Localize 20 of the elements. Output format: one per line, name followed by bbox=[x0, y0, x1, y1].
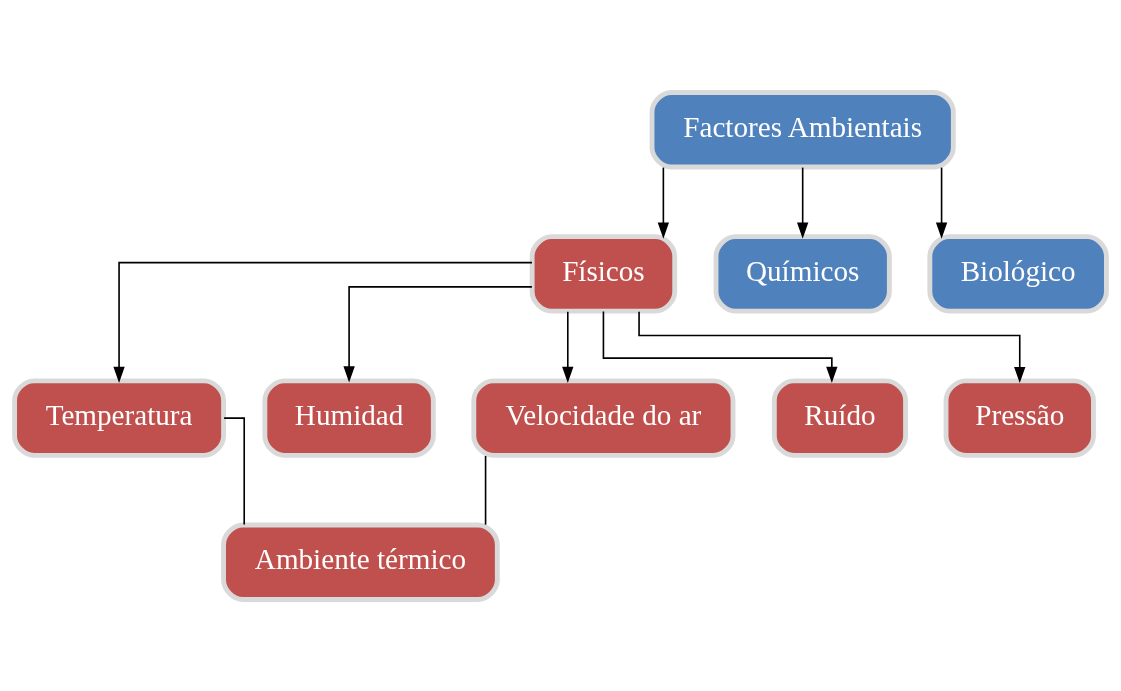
arrow bbox=[343, 285, 533, 383]
arrow bbox=[797, 166, 809, 239]
node-box: Temperatura bbox=[12, 377, 226, 458]
arrow bbox=[935, 166, 948, 239]
arrow bbox=[562, 310, 574, 383]
connector bbox=[484, 454, 487, 525]
node-box: Ambiente térmico bbox=[221, 522, 500, 602]
node-box: Ruído bbox=[771, 377, 908, 458]
arrow bbox=[113, 261, 533, 383]
arrow bbox=[638, 310, 1026, 383]
node-box: Humidad bbox=[262, 377, 436, 458]
arrow bbox=[657, 166, 670, 239]
node-box: Físicos bbox=[529, 233, 678, 314]
connector bbox=[223, 416, 245, 525]
node-box: Pressão bbox=[943, 377, 1096, 458]
node-box: Velocidade do ar bbox=[471, 377, 736, 458]
node-box: Químicos bbox=[713, 233, 892, 314]
arrow bbox=[602, 310, 838, 383]
node-box: Factores Ambientais bbox=[649, 89, 956, 169]
node-box: Biológico bbox=[927, 233, 1109, 314]
